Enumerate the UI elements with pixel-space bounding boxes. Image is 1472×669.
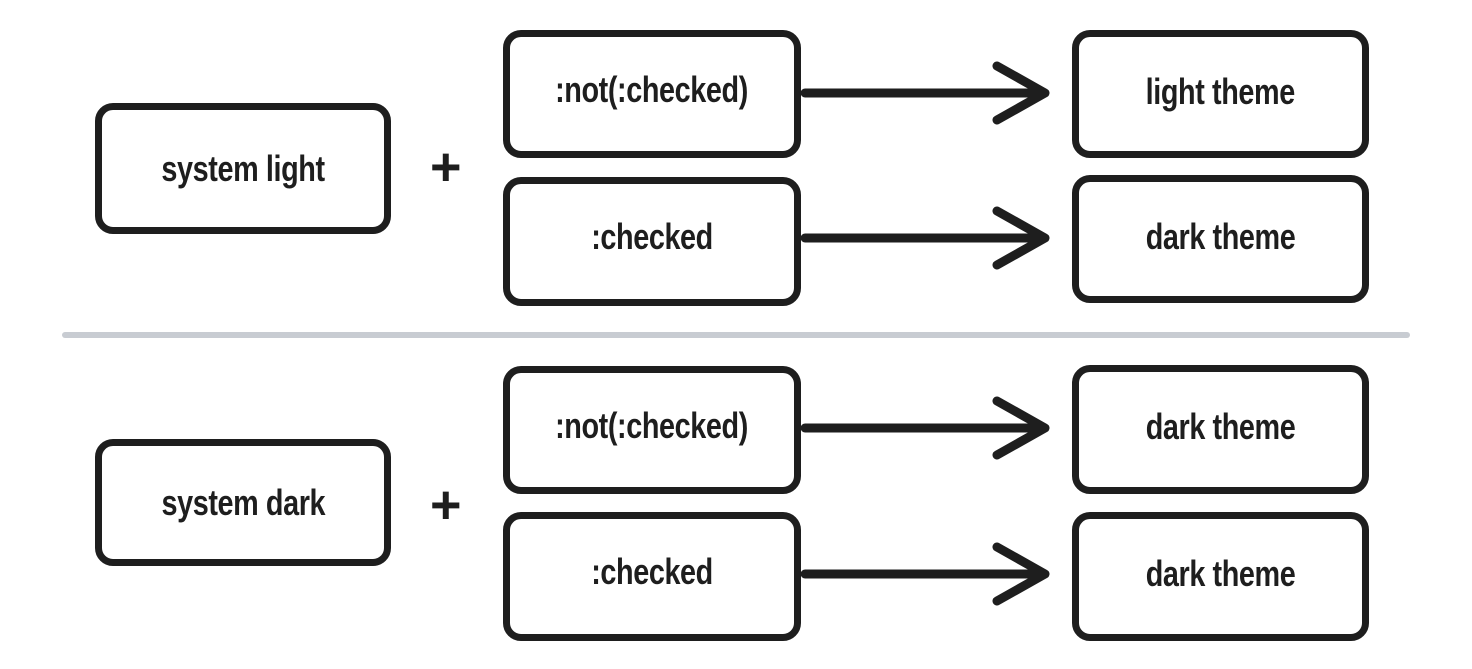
result-label: light theme [1145,71,1296,112]
state-box-checked: :checked [503,177,801,306]
result-label: dark theme [1145,406,1296,447]
system-dark-box: system dark [95,439,391,566]
result-label: dark theme [1145,553,1296,594]
system-light-box: system light [95,103,391,234]
state-box-checked: :checked [503,512,801,641]
section-divider [62,332,1410,338]
result-box-light-theme: light theme [1072,30,1369,158]
system-light-label: system light [161,147,325,189]
system-dark-label: system dark [161,481,325,523]
arrow-icon [800,61,1050,125]
state-label: :not(:checked) [555,405,749,446]
state-box-not-checked: :not(:checked) [503,366,801,494]
result-label: dark theme [1145,216,1296,257]
result-box-dark-theme: dark theme [1072,365,1369,494]
state-label: :not(:checked) [555,69,749,110]
state-label: :checked [591,216,713,257]
arrow-icon [800,206,1050,270]
arrow-icon [800,396,1050,460]
arrow-icon [800,542,1050,606]
result-box-dark-theme: dark theme [1072,512,1369,641]
plus-sign: + [430,137,462,197]
result-box-dark-theme: dark theme [1072,175,1369,303]
state-label: :checked [591,551,713,592]
state-box-not-checked: :not(:checked) [503,30,801,158]
plus-sign: + [430,475,462,535]
